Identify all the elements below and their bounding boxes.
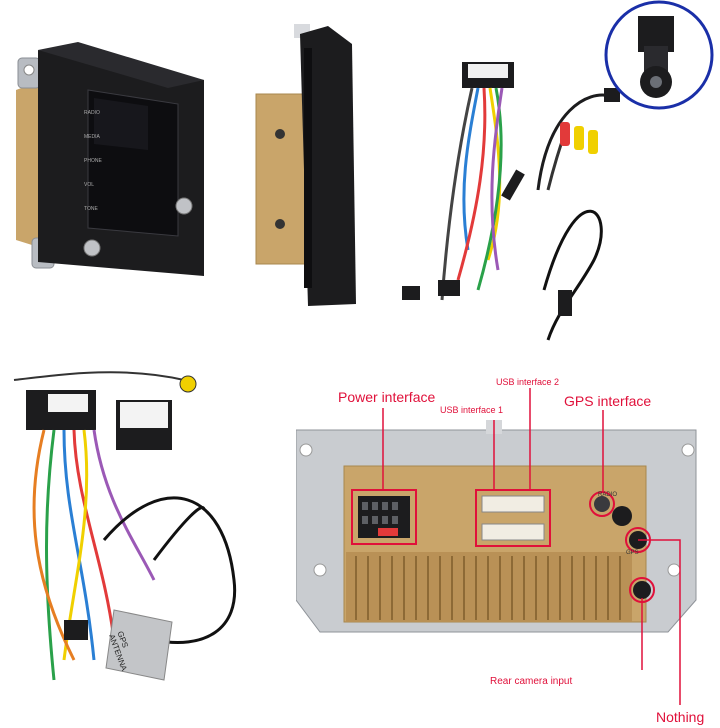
head-unit-back-photo: RADIO GPS bbox=[296, 420, 706, 640]
head-unit-side-photo bbox=[248, 14, 368, 314]
front-button-labels: RADIO MEDIA PHONE VOL TONE bbox=[84, 110, 104, 230]
head-unit-front-photo: RADIO MEDIA PHONE VOL TONE bbox=[8, 40, 218, 290]
front-button-label: MEDIA bbox=[84, 134, 100, 140]
front-button-label: TONE bbox=[84, 206, 98, 212]
front-button-label: VOL bbox=[84, 182, 95, 188]
wiring-harness-photo bbox=[398, 50, 628, 350]
back-port-label: GPS bbox=[626, 550, 639, 556]
callout-usb-interface-2: USB interface 2 bbox=[496, 377, 560, 387]
connector-zoom-photo bbox=[602, 0, 716, 114]
back-port-label: RADIO bbox=[598, 492, 618, 498]
callout-usb-interface-1: USB interface 1 bbox=[440, 405, 504, 415]
harness-gps-antenna-photo: GPS ANTENNA bbox=[4, 360, 294, 720]
front-button-label: RADIO bbox=[84, 110, 100, 116]
front-button-label: PHONE bbox=[84, 158, 102, 164]
callout-rear-camera-input: Rear camera input bbox=[490, 676, 573, 687]
callout-gps-interface: GPS interface bbox=[564, 393, 652, 409]
callout-nothing: Nothing bbox=[656, 709, 705, 725]
callout-power-interface: Power interface bbox=[338, 389, 436, 405]
